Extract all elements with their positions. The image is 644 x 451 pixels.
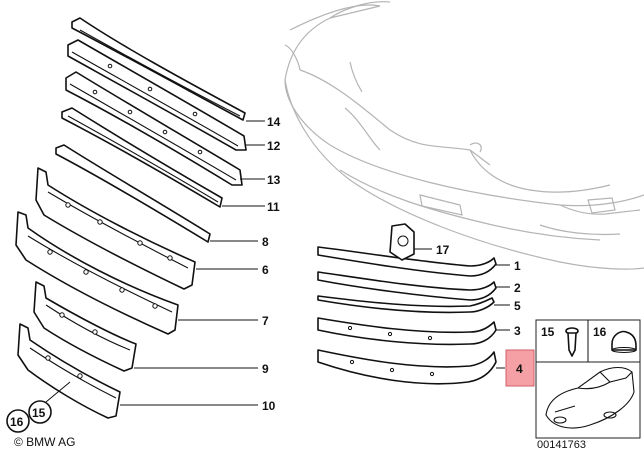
callout-1: 1	[514, 259, 521, 273]
clip-icon	[565, 327, 579, 357]
inset-label-16: 16	[593, 325, 607, 339]
callout-5: 5	[514, 299, 521, 313]
part-8-strip	[55, 144, 211, 243]
inset-label-15: 15	[541, 325, 555, 339]
part-10-panel	[17, 323, 121, 419]
circle-label-16: 16	[10, 415, 24, 429]
part-2-strip	[317, 271, 497, 301]
callout-7: 7	[262, 314, 269, 328]
part-14-strip	[71, 17, 246, 121]
catalog-number: 00141763	[537, 439, 586, 451]
part-4-carrier	[317, 349, 497, 385]
copyright-text: © BMW AG	[14, 435, 76, 449]
callout-14: 14	[267, 115, 281, 129]
callout-13: 13	[267, 173, 281, 187]
leader-lines	[120, 120, 510, 406]
part-7-panel	[15, 211, 179, 335]
callout-6: 6	[262, 263, 269, 277]
callout-17: 17	[436, 243, 450, 257]
part-17-bracket	[389, 223, 415, 261]
callout-4-highlight[interactable]: 4	[505, 349, 535, 387]
bumper-outline	[284, 1, 644, 270]
badge-leader	[45, 381, 71, 403]
callout-8: 8	[262, 235, 269, 249]
callout-10: 10	[262, 399, 276, 413]
callout-4: 4	[516, 362, 523, 376]
part-11-strip	[61, 107, 223, 208]
circle-badge-15: 15	[28, 400, 52, 424]
car-thumbnail-icon	[545, 366, 635, 429]
part-5-strip	[317, 295, 495, 314]
circle-badge-16: 16	[6, 409, 30, 433]
part-9-panel	[33, 281, 137, 372]
callout-12: 12	[267, 139, 281, 153]
callout-9: 9	[262, 362, 269, 376]
callout-11: 11	[267, 200, 280, 214]
part-13-carrier	[65, 71, 243, 186]
callout-2: 2	[514, 281, 521, 295]
part-12-trim	[67, 39, 247, 151]
part-6-panel	[35, 167, 196, 290]
cap-icon	[611, 330, 637, 354]
part-3-carrier	[317, 317, 497, 346]
fastener-inset: 15 16	[535, 319, 641, 439]
callout-3: 3	[514, 324, 521, 338]
circle-label-15: 15	[32, 406, 46, 420]
